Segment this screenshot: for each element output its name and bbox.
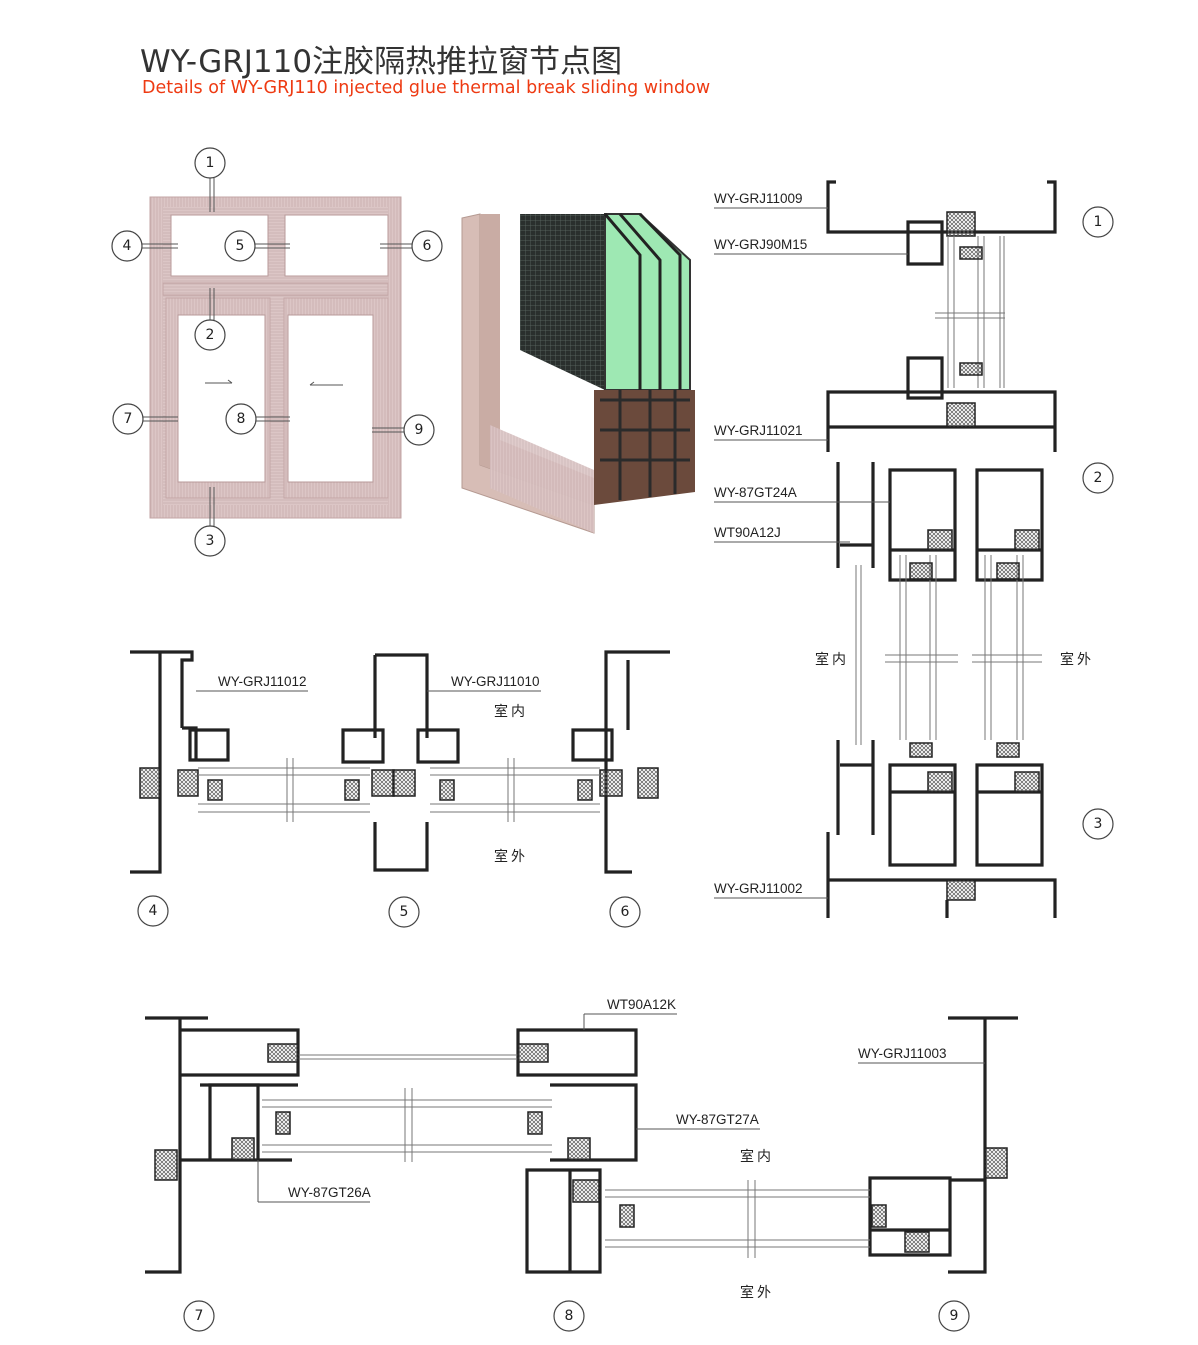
- horizontal-section-bottom: [145, 1016, 1018, 1274]
- callout-5-section: 5: [388, 896, 420, 928]
- vertical-section: [826, 180, 1057, 918]
- callout-number: 1: [206, 155, 215, 171]
- callout-number: 2: [206, 327, 215, 343]
- callout-number: 1: [1094, 214, 1103, 230]
- slide-right-arrow-icon: [205, 379, 233, 384]
- callouts: 1 4 5 6 2 7 8 9 3 1 2 3 4 5 6 7 8 9: [111, 147, 1114, 1332]
- outdoor-label: 室外: [494, 848, 528, 865]
- callout-6: 6: [411, 230, 443, 262]
- callout-number: 5: [400, 904, 409, 920]
- callout-number: 3: [206, 533, 215, 549]
- part-label-wy-grj90m15: WY-GRJ90M15: [714, 237, 807, 252]
- callout-number: 5: [236, 238, 245, 254]
- callout-5: 5: [224, 230, 256, 262]
- part-label-wt90a12j: WT90A12J: [714, 525, 781, 540]
- callout-6-section: 6: [609, 896, 641, 928]
- horizontal-section-top: [130, 650, 670, 874]
- part-label-wt90a12k: WT90A12K: [607, 997, 676, 1012]
- outdoor-label: 室外: [1060, 651, 1094, 668]
- callout-8: 8: [225, 403, 257, 435]
- page-subtitle: Details of WY-GRJ110 injected glue therm…: [142, 78, 711, 98]
- slide-left-arrow-icon: [309, 381, 343, 386]
- callout-4: 4: [111, 230, 143, 262]
- callout-3-section: 3: [1082, 808, 1114, 840]
- part-label-wy-grj11002: WY-GRJ11002: [714, 881, 803, 896]
- part-label-wy-grj11009: WY-GRJ11009: [714, 191, 803, 206]
- callout-1: 1: [194, 147, 226, 179]
- indoor-label: 室内: [740, 1148, 774, 1165]
- callout-number: 7: [124, 411, 133, 427]
- callout-2-section: 2: [1082, 462, 1114, 494]
- callout-number: 9: [415, 422, 424, 438]
- callout-number: 8: [565, 1308, 574, 1324]
- part-label-wy-grj11021: WY-GRJ11021: [714, 423, 803, 438]
- callout-number: 8: [237, 411, 246, 427]
- part-label-wy-87gt26a: WY-87GT26A: [288, 1185, 371, 1200]
- callout-number: 7: [195, 1308, 204, 1324]
- callout-9-section: 9: [938, 1300, 970, 1332]
- callout-number: 6: [621, 904, 630, 920]
- page-title: WY-GRJ110注胶隔热推拉窗节点图: [140, 44, 623, 80]
- callout-8-section: 8: [553, 1300, 585, 1332]
- callout-1-section: 1: [1082, 206, 1114, 238]
- callout-9: 9: [403, 414, 435, 446]
- callout-3: 3: [194, 525, 226, 557]
- callout-7-section: 7: [183, 1300, 215, 1332]
- part-label-wy-87gt24a: WY-87GT24A: [714, 485, 797, 500]
- callout-number: 4: [123, 238, 132, 254]
- callout-7: 7: [112, 403, 144, 435]
- window-elevation: [142, 178, 412, 527]
- callout-number: 4: [149, 903, 158, 919]
- profile-3d-render: [461, 212, 695, 534]
- callout-number: 9: [950, 1308, 959, 1324]
- part-label-wy-grj11010: WY-GRJ11010: [451, 674, 540, 689]
- outdoor-label: 室外: [740, 1284, 774, 1301]
- indoor-label: 室内: [494, 703, 528, 720]
- callout-number: 2: [1094, 470, 1103, 486]
- horizontal-section-top-labels: WY-GRJ11012 WY-GRJ11010 室内 室外: [196, 674, 541, 865]
- part-label-wy-grj11012: WY-GRJ11012: [218, 674, 307, 689]
- indoor-label: 室内: [815, 651, 849, 668]
- callout-number: 6: [423, 238, 432, 254]
- callout-4-section: 4: [137, 895, 169, 927]
- vertical-section-labels: WY-GRJ11009 WY-GRJ90M15 WY-GRJ11021 WY-8…: [714, 191, 1094, 899]
- callout-2: 2: [194, 319, 226, 351]
- part-label-wy-grj11003: WY-GRJ11003: [858, 1046, 947, 1061]
- part-label-wy-87gt27a: WY-87GT27A: [676, 1112, 759, 1127]
- callout-number: 3: [1094, 816, 1103, 832]
- horizontal-section-bottom-labels: WT90A12K WY-GRJ11003 WY-87GT27A WY-87GT2…: [257, 997, 985, 1301]
